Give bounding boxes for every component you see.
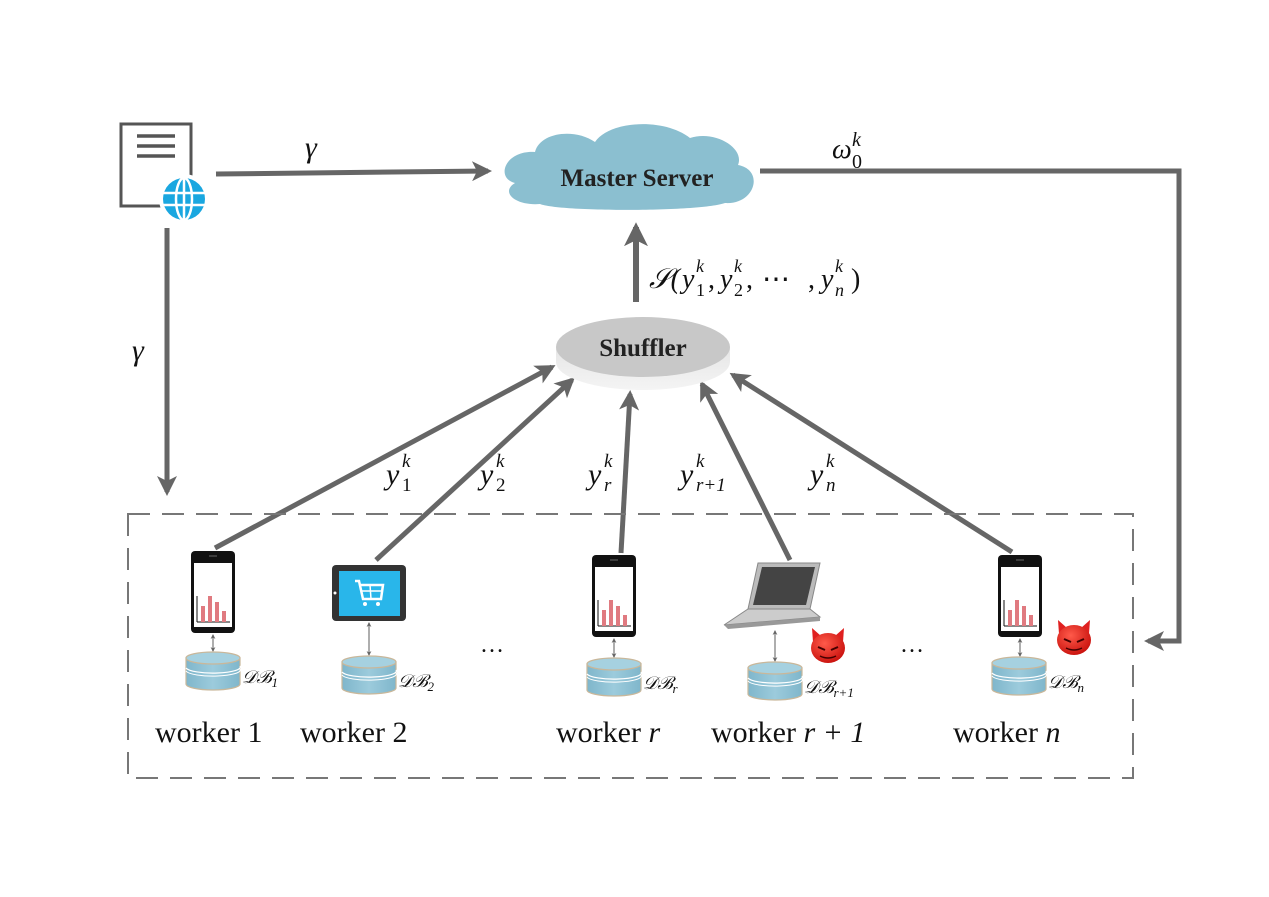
worker-label: worker n (953, 716, 1060, 749)
edge-server-to-workers (760, 168, 1182, 651)
database-label: 𝒟ℬr+1 (804, 677, 854, 700)
malicious-devil-icon (1057, 620, 1091, 655)
svg-text:,: , (808, 264, 815, 295)
svg-text:y: y (807, 458, 824, 491)
shuffler-node: Shuffler (556, 317, 730, 390)
svg-text:r+1: r+1 (696, 475, 726, 496)
tablet-icon (332, 565, 406, 621)
worker-4: 𝒟ℬr+1 worker r + 1 (711, 562, 865, 749)
svg-text:k: k (604, 451, 613, 472)
svg-text:r: r (604, 475, 612, 496)
web-document-icon (119, 122, 209, 224)
database-icon (341, 655, 397, 695)
svg-text:y: y (383, 458, 400, 491)
worker-5: 𝒟ℬn worker n (953, 555, 1091, 749)
svg-text:y: y (717, 264, 733, 295)
database-icon (991, 656, 1047, 696)
label-gamma-top: γ (305, 131, 318, 164)
svg-text:2: 2 (496, 475, 506, 496)
svg-text:,: , (746, 264, 753, 295)
edge-doc-to-server (215, 161, 492, 182)
globe-icon (159, 174, 209, 224)
database-icon (586, 657, 642, 697)
svg-text:𝒮(: 𝒮( (649, 264, 682, 295)
bar-chart-icon (196, 596, 230, 623)
svg-text:0: 0 (852, 151, 862, 173)
bar-chart-icon (1003, 600, 1037, 627)
svg-text:k: k (402, 451, 411, 472)
svg-text:k: k (826, 451, 835, 472)
svg-text:y: y (477, 458, 494, 491)
svg-text:n: n (835, 280, 844, 300)
svg-text:k: k (852, 129, 862, 151)
label-gamma-left: γ (132, 334, 145, 367)
database-icon (185, 651, 241, 691)
svg-text:): ) (851, 264, 860, 295)
database-label: 𝒟ℬr (643, 673, 678, 696)
svg-text:2: 2 (734, 280, 743, 300)
edge-worker-n-to-shuffler (729, 372, 1014, 555)
edge-worker-r-to-shuffler (618, 390, 640, 554)
master-server-node: Master Server (504, 124, 754, 210)
worker-1: 𝒟ℬ1 worker 1 (155, 551, 278, 749)
svg-text:y: y (677, 458, 694, 491)
worker-label: worker r (556, 716, 660, 749)
svg-text:ω: ω (832, 134, 852, 165)
smartphone-icon (191, 551, 235, 633)
svg-text:n: n (826, 475, 836, 496)
database-label: 𝒟ℬ2 (398, 671, 434, 694)
smartphone-icon (592, 555, 636, 637)
svg-text:k: k (835, 256, 844, 276)
database-label: 𝒟ℬn (1048, 672, 1084, 695)
worker-label: worker 2 (300, 716, 407, 749)
shopping-cart-icon (355, 579, 385, 606)
svg-text:y: y (585, 458, 602, 491)
ellipsis-left: … (480, 632, 504, 658)
workers-group-box (127, 513, 1134, 779)
bar-chart-icon (597, 600, 631, 627)
svg-text:k: k (734, 256, 743, 276)
svg-text:y: y (818, 264, 834, 295)
worker-label: worker r + 1 (711, 716, 865, 749)
svg-text:k: k (496, 451, 505, 472)
svg-text:1: 1 (696, 280, 705, 300)
database-icon (747, 661, 803, 701)
svg-text:Master Server: Master Server (561, 165, 714, 192)
laptop-icon (723, 562, 822, 629)
label-omega: ω 0 k (832, 129, 862, 173)
svg-text:y: y (679, 264, 695, 295)
svg-text:1: 1 (402, 475, 412, 496)
svg-text:k: k (696, 256, 705, 276)
malicious-devil-icon (811, 628, 845, 663)
svg-text:k: k (696, 451, 705, 472)
edge-worker-2-to-shuffler (374, 377, 575, 562)
label-shuffled-messages: 𝒮( y k 1 , y k 2 , ⋯ , y k n ) (649, 256, 860, 300)
worker-3: 𝒟ℬr worker r (556, 555, 678, 749)
worker-2: 𝒟ℬ2 worker 2 (300, 565, 434, 749)
svg-text:,: , (708, 264, 715, 295)
edge-worker-r1-to-shuffler (699, 380, 793, 562)
edge-worker-1-to-shuffler (213, 364, 556, 551)
smartphone-icon (998, 555, 1042, 637)
database-label: 𝒟ℬ1 (242, 667, 278, 690)
svg-text:Shuffler: Shuffler (599, 335, 687, 362)
svg-text:⋯: ⋯ (762, 264, 790, 295)
ellipsis-right: … (900, 632, 924, 658)
worker-label: worker 1 (155, 716, 262, 749)
